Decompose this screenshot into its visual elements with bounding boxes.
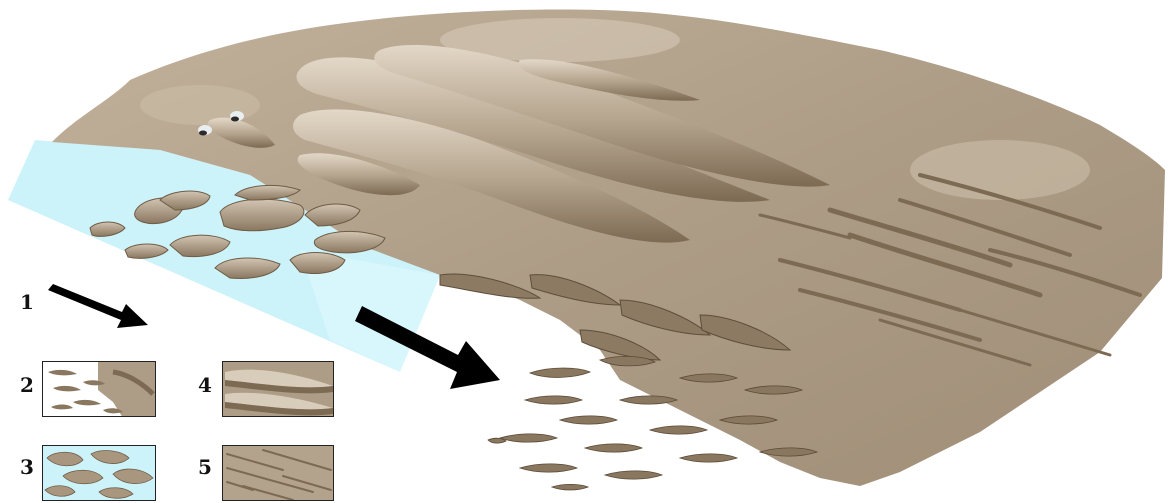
legend-number-5: 5 xyxy=(198,457,212,477)
legend-number-1: 1 xyxy=(20,292,34,312)
barchan-crescent-dunes-swatch-icon xyxy=(42,361,156,417)
wind-direction-arrow-icon xyxy=(44,284,154,330)
parabolic-dunes-over-water-swatch-icon xyxy=(42,445,156,501)
legend-number-4: 4 xyxy=(198,375,212,395)
legend-number-2: 2 xyxy=(20,375,34,395)
linear-streak-dunes-swatch-icon xyxy=(222,445,334,501)
terrain-highlight xyxy=(910,140,1090,200)
longitudinal-ridge-dunes-swatch-icon xyxy=(222,361,334,417)
legend-number-3: 3 xyxy=(20,457,34,477)
